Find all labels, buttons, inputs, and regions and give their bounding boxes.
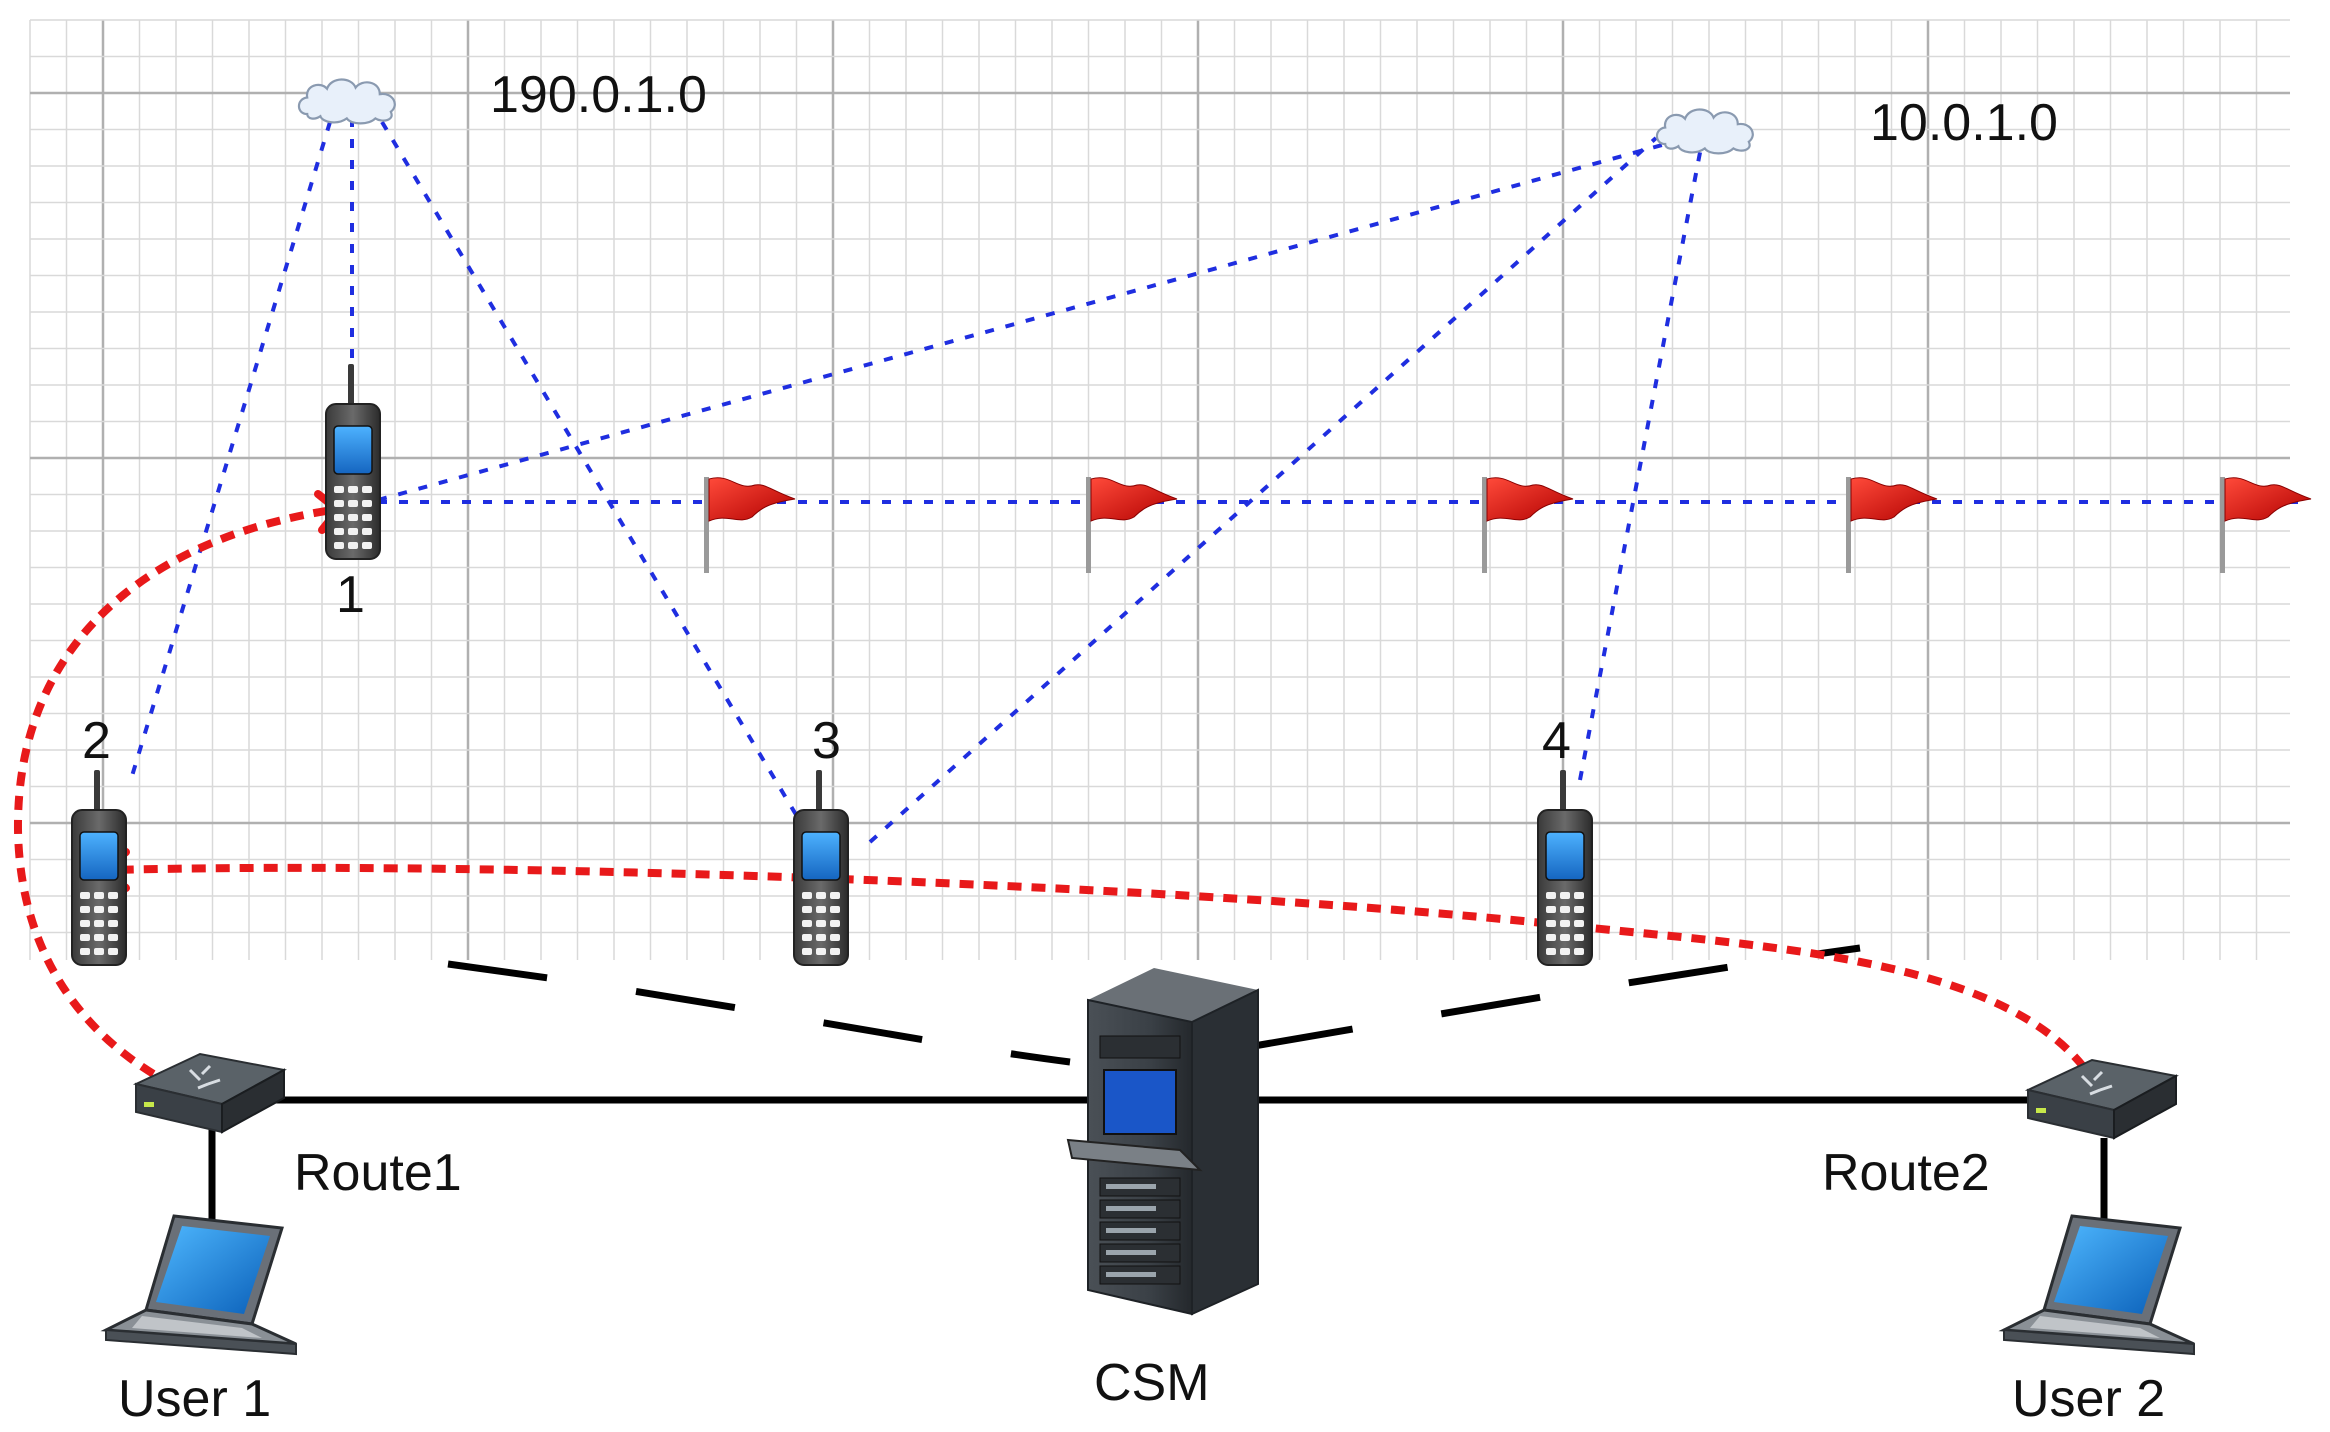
csm-label: CSM xyxy=(1094,1354,1210,1412)
flag-icon-3 xyxy=(1481,476,1574,574)
radio-3-icon xyxy=(793,769,849,966)
cloud-icon-right xyxy=(1655,108,1754,155)
wired-links xyxy=(208,944,2108,1222)
radio-4-label: 4 xyxy=(1542,712,1571,770)
link-radio1-cloud2 xyxy=(377,132,1703,502)
network-label-right: 10.0.1.0 xyxy=(1870,94,2058,152)
route1-router-icon xyxy=(134,1052,286,1134)
path-route1-radio2-radio1 xyxy=(13,506,333,1100)
link-radio4-cloud2 xyxy=(1578,141,1704,781)
flag-icon-1 xyxy=(703,476,796,574)
radio-1-label: 1 xyxy=(336,566,365,624)
radio-2-icon xyxy=(71,769,127,966)
wireless-links xyxy=(130,118,2310,844)
route2-router-icon xyxy=(2026,1058,2178,1140)
radio-3-label: 3 xyxy=(812,712,841,770)
radio-4-icon xyxy=(1537,769,1593,966)
network-label-left: 190.0.1.0 xyxy=(490,66,707,124)
csm-server-rack-icon xyxy=(1066,968,1259,1316)
user2-label: User 2 xyxy=(2012,1370,2165,1428)
link-cloud1-radio3 xyxy=(380,120,800,820)
cloud-icon-left xyxy=(297,78,396,125)
radio-1-icon xyxy=(325,363,381,560)
route1-label: Route1 xyxy=(294,1144,462,1202)
dashed-radio-to-csm-left xyxy=(447,960,1071,1066)
link-radio3-cloud2 xyxy=(868,136,1658,844)
user2-laptop-icon xyxy=(2002,1214,2196,1356)
link-cloud1-radio2 xyxy=(130,121,332,777)
flag-icon-5 xyxy=(2219,476,2312,574)
grid xyxy=(29,19,2290,960)
radio-2-label: 2 xyxy=(82,712,111,770)
route-path xyxy=(13,506,2108,1102)
flag-icon-2 xyxy=(1085,476,1178,574)
user1-laptop-icon xyxy=(104,1214,298,1356)
route2-label: Route2 xyxy=(1822,1144,1990,1202)
user1-label: User 1 xyxy=(118,1370,271,1428)
path-radio4-route2 xyxy=(1571,922,2108,1102)
